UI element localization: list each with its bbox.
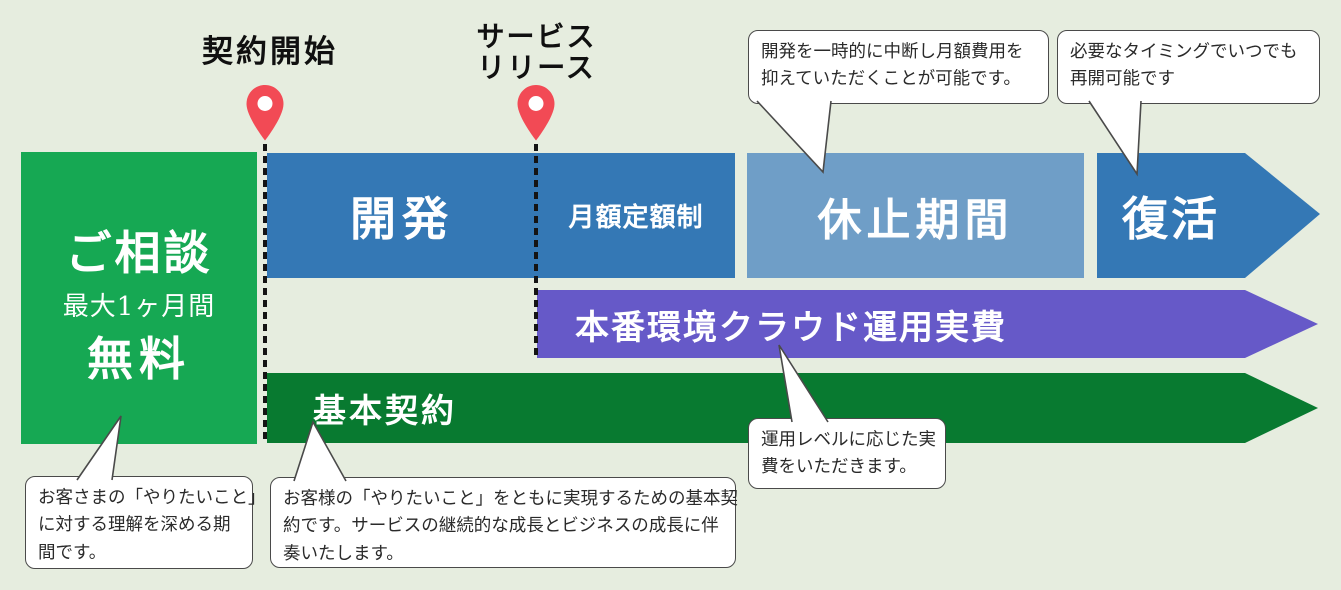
milestone-label-service-release: サービス リリース [449,20,624,84]
map-pin-icon [246,85,284,141]
milestone-label-line: サービス [476,20,597,53]
service-release-dotted-line [534,144,538,358]
callout-text-line: お客さまの「やりたいこと」 [38,488,266,508]
callout-text-line: 必要なタイミングでいつでも [1070,42,1298,62]
pause-period-label: 休止期間 [817,194,1014,246]
pause-note-callout: 開発を一時的に中断し月額費用を 抑えていただくことが可能です。 [748,30,1049,104]
monthly-flat-rate-label: 月額定額制 [568,203,704,233]
consultation-subtitle: 最大1ヶ月間 [62,292,216,322]
callout-text-line: お客様の「やりたいこと」をともに実現するための基本契 [283,489,738,509]
callout-text-line: 約です。サービスの継続的な成長とビジネスの成長に伴 [283,516,719,537]
callout-text-line: 間です。 [38,542,107,563]
contract-start-dotted-line [263,144,267,444]
development-phase-block: 開発 月額定額制 [267,153,735,278]
milestone-label-contract-start: 契約開始 [202,34,338,70]
cloud-cost-note-callout: 運用レベルに応じた実 費をいただきます。 [748,418,946,489]
revival-arrow-block: 復活 [1097,153,1320,278]
revival-label: 復活 [1122,191,1220,246]
base-contract-label: 基本契約 [313,391,457,430]
consultation-free-label: 無料 [87,332,191,386]
milestone-label-line: リリース [477,50,596,84]
cloud-cost-arrow-bar: 本番環境クラウド運用実費 [537,290,1318,358]
revival-note-callout: 必要なタイミングでいつでも 再開可能です [1057,30,1320,104]
consultation-phase-block: ご相談 最大1ヶ月間 無料 [21,152,257,444]
cloud-cost-label: 本番環境クラウド運用実費 [575,307,1007,348]
callout-text-line: 開発を一時的に中断し月額費用を [761,42,1024,62]
pause-period-block: 休止期間 [747,153,1084,278]
callout-text-line: 奏いたします。 [283,543,404,564]
callout-text-line: 運用レベルに応じた実 [761,430,936,450]
callout-text-line: 再開可能です [1070,69,1175,90]
callout-text-line: に対する理解を深める期 [38,515,231,536]
callout-text-line: 抑えていただくことが可能です。 [761,69,1021,90]
consultation-title: ご相談 [65,226,213,280]
base-contract-note-callout: お客様の「やりたいこと」をともに実現するための基本契 約です。サービスの継続的な… [270,477,738,568]
map-pin-icon [517,85,555,141]
development-label: 開発 [350,191,454,246]
consultation-note-callout: お客さまの「やりたいこと」 に対する理解を深める期 間です。 [25,476,266,569]
callout-text-line: 費をいただきます。 [761,457,917,478]
